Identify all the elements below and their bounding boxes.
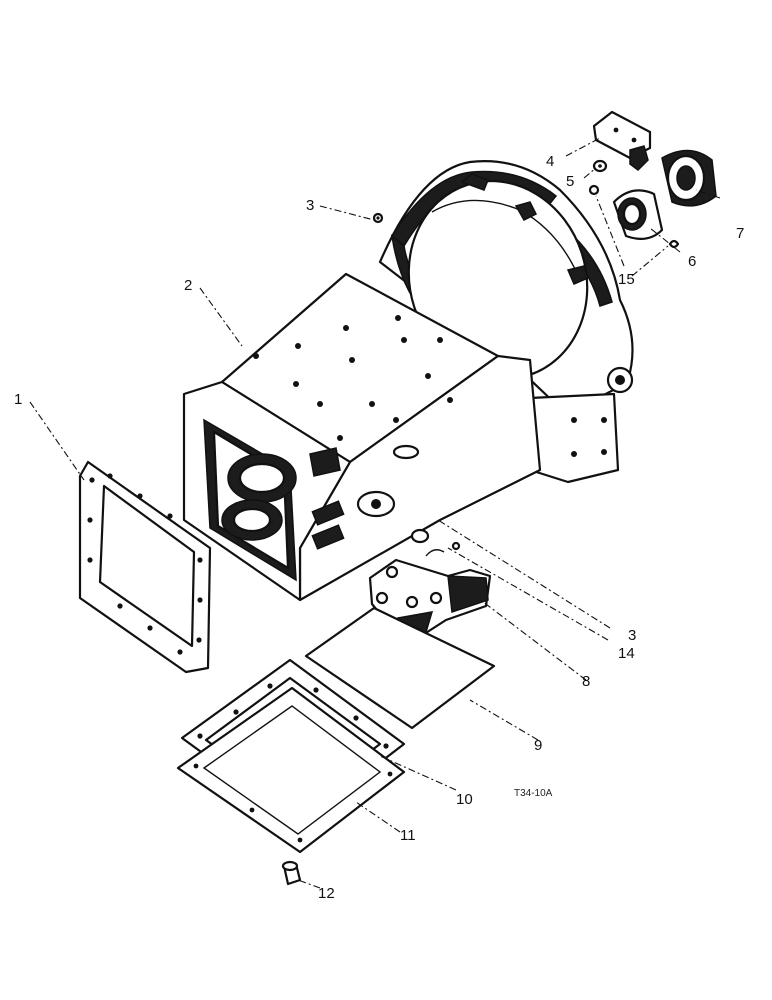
bracket-part-4 (592, 110, 652, 171)
pin-part-3-lower (410, 528, 430, 544)
gasket-part-9 (304, 606, 496, 730)
screw-part-15 (588, 184, 680, 249)
gasket-part-11 (176, 686, 406, 854)
callout-11: 11 (400, 827, 416, 844)
gasket-part-1 (78, 460, 212, 674)
callout-8: 8 (582, 673, 590, 690)
transmission-housing-part-2 (182, 160, 634, 602)
callout-3-bottom: 3 (628, 627, 636, 644)
cotter-pin-part-14 (425, 541, 461, 557)
plug-part-12 (281, 860, 302, 886)
leader-lines (29, 137, 721, 889)
callout-10: 10 (456, 791, 473, 808)
bearing-housing-part-6 (612, 189, 664, 241)
callout-4: 4 (546, 153, 554, 170)
callout-2: 2 (184, 277, 192, 294)
callout-5: 5 (566, 173, 574, 190)
pin-part-3 (372, 212, 384, 224)
drawing-reference: T34-10A (514, 788, 553, 799)
callout-6: 6 (688, 253, 696, 270)
callout-12: 12 (318, 885, 335, 902)
callout-14: 14 (618, 645, 635, 662)
callout-7: 7 (736, 225, 744, 242)
callout-labels: 1 2 3 4 5 6 7 15 3 14 8 9 10 11 12 T34-1… (14, 153, 744, 902)
washer-part-5 (592, 159, 608, 173)
seal-ring-part-7 (661, 149, 717, 207)
callout-1: 1 (14, 391, 22, 408)
callout-15: 15 (618, 271, 635, 288)
callout-9: 9 (534, 737, 542, 754)
callout-3-top: 3 (306, 197, 314, 214)
